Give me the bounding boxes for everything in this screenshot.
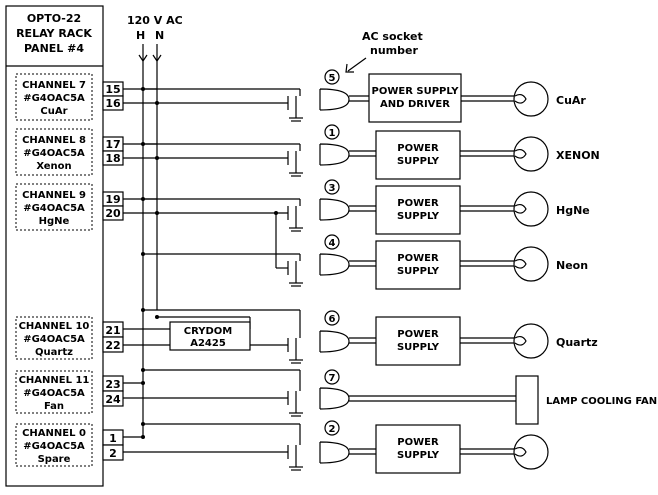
socket-3: 3	[329, 183, 336, 194]
channel-10-model: #G4OAC5A	[23, 334, 85, 345]
channel-0-name: CHANNEL 0	[22, 428, 86, 439]
crydom-model: A2425	[190, 338, 226, 349]
ac-plugs	[319, 88, 350, 464]
supply-3-line-2: SUPPLY	[397, 211, 440, 222]
terminal-1: 1	[109, 432, 117, 445]
terminal-21: 21	[105, 324, 120, 337]
channel-11-box: CHANNEL 11 #G4OAC5A Fan	[15, 370, 93, 414]
terminal-24: 24	[105, 393, 121, 406]
hot-label: H	[136, 29, 145, 42]
channel-8-name: CHANNEL 8	[22, 135, 86, 146]
terminals-channel-9: 19 20	[102, 191, 124, 221]
terminal-2: 2	[109, 447, 117, 460]
channel-9-model: #G4OAC5A	[23, 203, 85, 214]
lamp-cuar-label: CuAr	[556, 94, 586, 107]
socket-6: 6	[329, 314, 336, 325]
channel-10-name: CHANNEL 10	[19, 321, 90, 332]
terminals-channel-0: 1 2	[102, 429, 124, 461]
relay-contacts	[287, 96, 297, 459]
fan-label: LAMP COOLING FAN	[546, 396, 657, 407]
terminals-channel-7: 15 16	[102, 81, 124, 111]
relay-rack-panel	[5, 5, 104, 487]
supply-4-line-1: POWER	[397, 253, 439, 264]
channel-10-box: CHANNEL 10 #G4OAC5A Quartz	[15, 316, 93, 360]
channel-8-load: Xenon	[36, 161, 71, 172]
terminal-17: 17	[105, 138, 120, 151]
junction-dots	[141, 87, 278, 439]
terminal-16: 16	[105, 97, 121, 110]
supply-6-line-1: POWER	[397, 437, 439, 448]
channel-7-model: #G4OAC5A	[23, 93, 85, 104]
supply-6-line-2: SUPPLY	[397, 450, 440, 461]
channel-0-model: #G4OAC5A	[23, 441, 85, 452]
terminal-20: 20	[105, 207, 121, 220]
socket-5: 5	[329, 73, 336, 84]
supply-4-line-2: SUPPLY	[397, 266, 440, 277]
channel-8-model: #G4OAC5A	[23, 148, 85, 159]
lamp-xenon-label: XENON	[556, 149, 600, 162]
terminal-18: 18	[105, 152, 120, 165]
panel-title-line-2: RELAY RACK	[16, 27, 92, 40]
panel-title-line-3: PANEL #4	[24, 42, 84, 55]
socket-note-line-2: number	[370, 44, 418, 57]
terminal-19: 19	[105, 193, 120, 206]
supply-5-line-1: POWER	[397, 329, 439, 340]
channel-7-box: CHANNEL 7 #G4OAC5A CuAr	[15, 73, 93, 121]
supply-2-line-1: POWER	[397, 143, 439, 154]
lamp-bulbs	[513, 81, 549, 470]
lamp-neon-label: Neon	[556, 259, 588, 272]
socket-7: 7	[329, 373, 336, 384]
panel-title-line-1: OPTO-22	[27, 12, 81, 25]
cooling-fan: LAMP COOLING FAN	[515, 375, 657, 425]
socket-1: 1	[329, 128, 336, 139]
channel-0-load: Spare	[38, 454, 71, 465]
channel-11-model: #G4OAC5A	[23, 388, 85, 399]
supply-2-line-2: SUPPLY	[397, 156, 440, 167]
neutral-bus-arrow	[152, 44, 162, 63]
crydom-relay: CRYDOM A2425	[169, 321, 251, 351]
terminals-channel-10: 21 22	[102, 321, 124, 353]
supply-1-line-2: AND DRIVER	[380, 99, 450, 110]
hot-bus-arrow	[138, 44, 148, 63]
channel-9-name: CHANNEL 9	[22, 190, 86, 201]
terminal-22: 22	[105, 339, 120, 352]
supply-title: 120 V AC	[127, 14, 183, 27]
socket-2: 2	[329, 424, 336, 435]
channel-8-box: CHANNEL 8 #G4OAC5A Xenon	[15, 128, 93, 176]
supply-1-line-1: POWER SUPPLY	[372, 86, 460, 97]
terminals-channel-11: 23 24	[102, 375, 124, 407]
supply-3-line-1: POWER	[397, 198, 439, 209]
neutral-label: N	[155, 29, 164, 42]
socket-note-arrow	[345, 57, 367, 73]
channel-10-load: Quartz	[35, 347, 73, 358]
channel-9-load: HgNe	[39, 216, 70, 227]
channel-7-load: CuAr	[40, 106, 67, 117]
power-supply-boxes: POWER SUPPLY AND DRIVER POWER SUPPLY POW…	[368, 73, 462, 474]
wiring	[123, 88, 300, 453]
lamp-labels: CuAr XENON HgNe Neon Quartz	[556, 94, 600, 349]
ground-symbols	[289, 110, 303, 471]
terminal-23: 23	[105, 378, 120, 391]
socket-badges: 5 1 3 4 6 7 2	[324, 69, 340, 436]
terminals-channel-8: 17 18	[102, 136, 124, 166]
crydom-brand: CRYDOM	[184, 326, 233, 337]
socket-4: 4	[329, 238, 336, 249]
lamp-quartz-label: Quartz	[556, 336, 598, 349]
supply-to-lamp-wires	[460, 95, 515, 455]
channel-7-name: CHANNEL 7	[22, 80, 86, 91]
channel-0-box: CHANNEL 0 #G4OAC5A Spare	[15, 423, 93, 467]
socket-note-line-1: AC socket	[362, 30, 423, 43]
lamp-hgne-label: HgNe	[556, 204, 590, 217]
plug-to-supply-wires	[349, 95, 516, 455]
terminal-15: 15	[105, 83, 120, 96]
channel-9-box: CHANNEL 9 #G4OAC5A HgNe	[15, 183, 93, 231]
supply-5-line-2: SUPPLY	[397, 342, 440, 353]
channel-11-name: CHANNEL 11	[19, 375, 90, 386]
channel-11-load: Fan	[44, 401, 64, 412]
